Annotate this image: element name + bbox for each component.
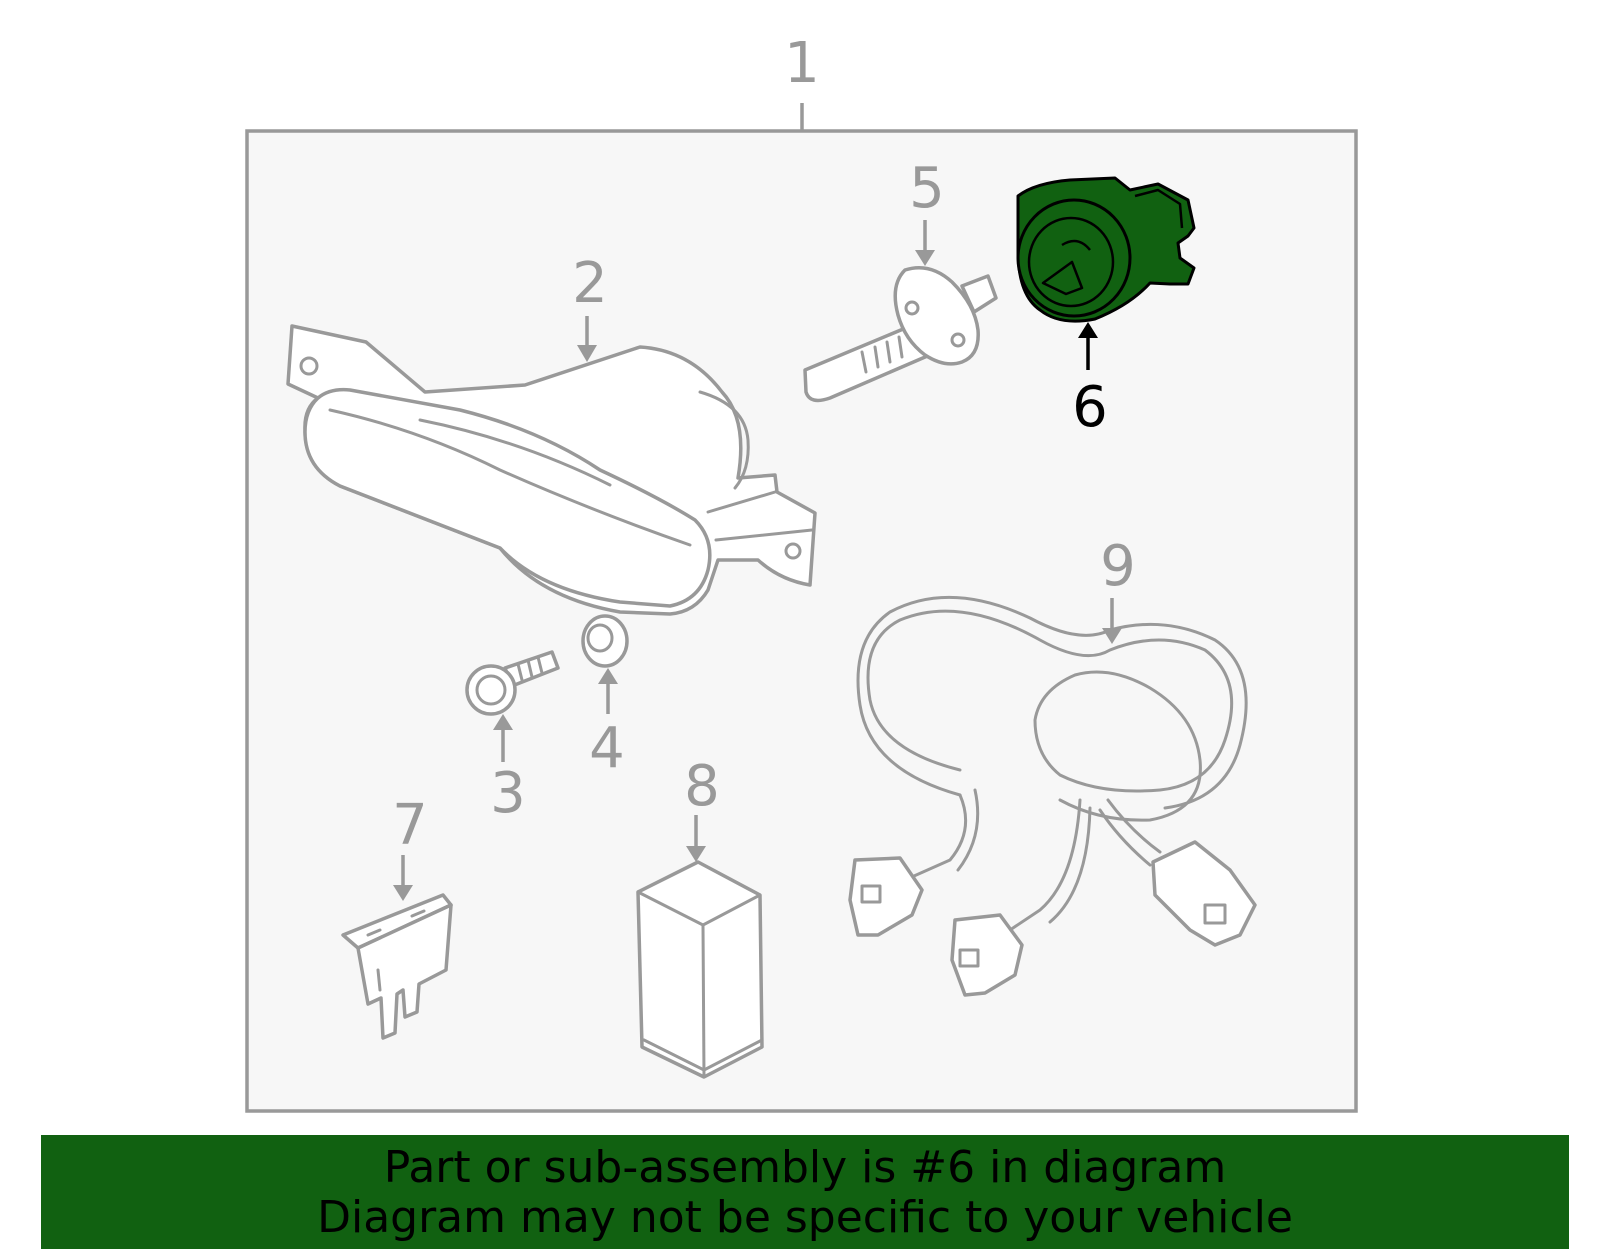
relay [636,860,764,1079]
callout-5: 5 [909,156,945,221]
callout-4: 4 [589,716,625,781]
callout-9: 9 [1100,534,1136,599]
callout-6: 6 [1072,375,1108,440]
fuse [341,893,453,1040]
bulb [803,266,998,403]
washer [581,614,629,668]
callout-8: 8 [684,754,720,819]
bulb-socket-highlighted [1016,176,1196,323]
info-banner: Part or sub-assembly is #6 in diagram Di… [41,1135,1569,1249]
callout-7: 7 [392,793,428,858]
callout-1: 1 [784,31,820,96]
callout-3: 3 [490,761,526,826]
callout-2: 2 [572,251,608,316]
fog-lamp-assembly [286,324,817,616]
banner-line-2: Diagram may not be specific to your vehi… [317,1192,1293,1243]
banner-line-1: Part or sub-assembly is #6 in diagram [383,1142,1227,1193]
wiring-harness [848,595,1257,997]
screw [465,650,560,716]
